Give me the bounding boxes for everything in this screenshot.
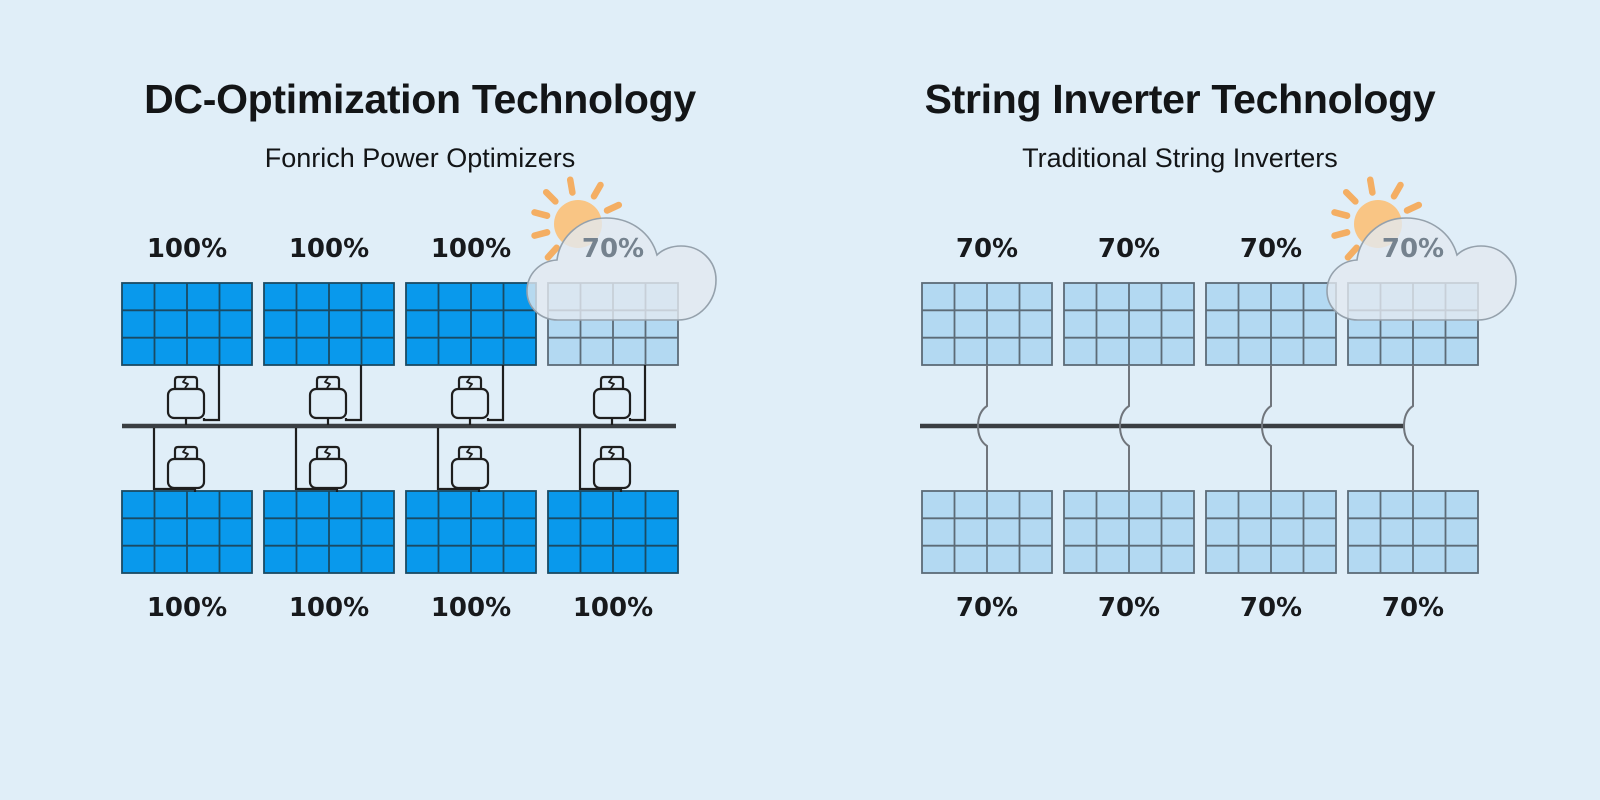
solar-panel-shaded [1205,282,1337,366]
panel-output-label: 100% [288,234,370,264]
panel-output-label: 70% [1097,593,1161,623]
power-optimizer-icon [450,375,490,420]
optimizer-wiring-bottom [152,428,623,492]
power-optimizer-icon [592,445,632,490]
power-optimizer-icon [592,375,632,420]
panel-output-label: 70% [1381,593,1445,623]
solar-panel-shaded [1063,490,1195,574]
solar-panel-full [263,490,395,574]
solar-panel-shaded [921,282,1053,366]
solar-panel-full [121,282,253,366]
right-subtitle: Traditional String Inverters [1022,143,1338,173]
panel-output-label: 100% [430,234,512,264]
panel-output-label: 100% [146,593,228,623]
right-title: String Inverter Technology [924,76,1436,122]
panel-output-label: 70% [955,593,1019,623]
string-wiring [976,365,1414,491]
solar-panel-shaded [921,490,1053,574]
panel-output-label: 70% [955,234,1019,264]
left-title: DC-Optimization Technology [144,76,696,122]
solar-panel-full [405,282,537,366]
panel-output-label: 100% [572,593,654,623]
panel-output-label: 100% [430,593,512,623]
solar-panel-full [263,282,395,366]
panel-output-label: 70% [1239,593,1303,623]
solar-panel-shaded [1063,282,1195,366]
solar-panel-full [547,490,679,574]
solar-panel-full [121,490,253,574]
optimizer-wiring-top [184,365,647,425]
solar-panel-shaded [1347,490,1479,574]
left-subtitle: Fonrich Power Optimizers [264,143,576,173]
power-optimizer-icon [450,445,490,490]
panel-output-label-shaded: 70% [1381,234,1445,264]
panel-output-label-shaded: 70% [581,234,645,264]
panel-output-label: 70% [1239,234,1303,264]
power-optimizer-icon [308,375,348,420]
panel-output-label: 100% [288,593,370,623]
power-optimizer-icon [166,445,206,490]
power-optimizer-icon [308,445,348,490]
solar-panel-full [405,490,537,574]
panel-output-label: 70% [1097,234,1161,264]
solar-panel-shaded [1205,490,1337,574]
panel-output-label: 100% [146,234,228,264]
power-optimizer-icon [166,375,206,420]
